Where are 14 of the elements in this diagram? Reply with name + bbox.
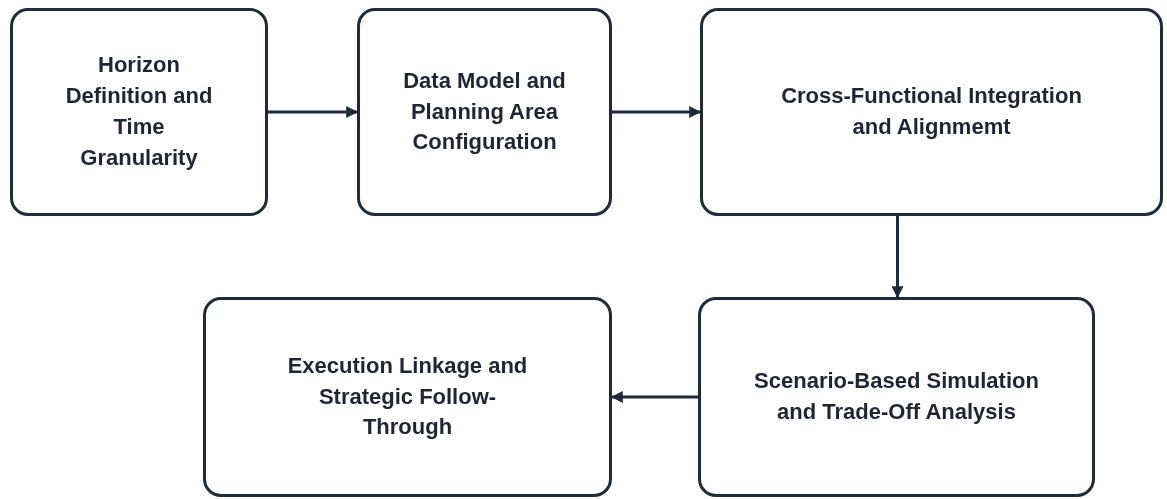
box-label: Data Model and Planning Area Configuration: [402, 66, 567, 157]
arrow: [891, 216, 904, 299]
arrow: [610, 391, 698, 403]
arrow: [612, 106, 702, 118]
process-box: [10, 8, 268, 216]
box-label: Cross-Functional Integration and Alignmemt: [780, 82, 1083, 141]
process-box: [698, 297, 1095, 497]
process-box: [203, 297, 612, 497]
box-label: Execution Linkage and Strategic Follow-Through: [286, 351, 529, 442]
box-label: Scenario-Based Simulation and Trade-Off Analysis: [753, 367, 1040, 426]
process-box: [357, 8, 612, 216]
arrow: [268, 106, 359, 118]
box-label: Horizon Definition and Time Granularity: [64, 51, 214, 172]
process-box: [700, 8, 1163, 216]
